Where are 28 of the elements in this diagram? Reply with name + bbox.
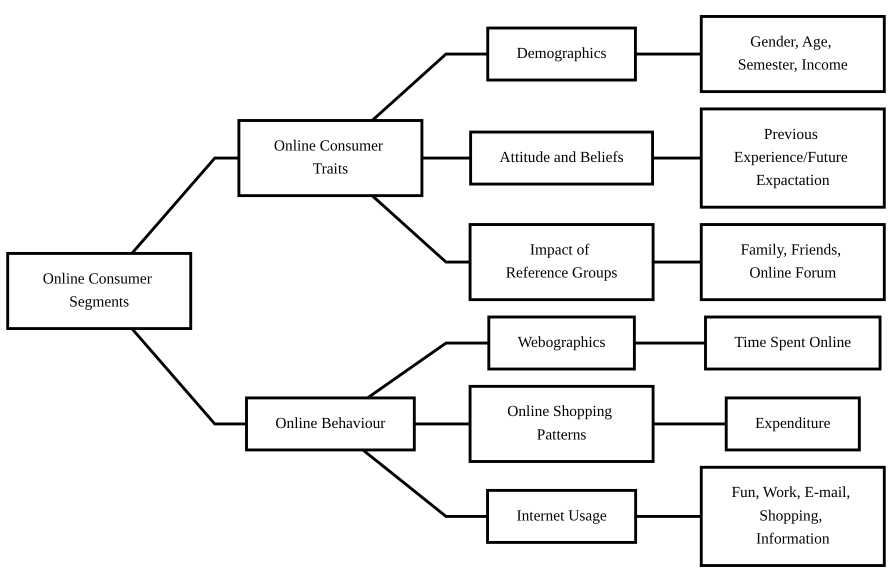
connector (371, 52, 488, 122)
node-box: Expenditure (724, 396, 861, 452)
node-box: Gender, Age, Semester, Income (700, 15, 886, 94)
node-box: Online Behaviour (245, 396, 416, 452)
node-box: Online Consumer Segments (6, 252, 192, 330)
connector (635, 52, 702, 56)
connector (130, 156, 239, 254)
connector (653, 422, 726, 426)
node-box: Impact of Reference Groups (468, 223, 655, 302)
connector (634, 342, 706, 344)
node-box: Fun, Work, E-mail, Shopping, Information (700, 466, 886, 567)
node-box: Attitude and Beliefs (469, 130, 654, 186)
connector (362, 448, 488, 518)
connector (653, 260, 702, 264)
node-box: Webographics (487, 316, 636, 370)
node-box: Internet Usage (486, 488, 638, 544)
node-box: Previous Experience/Future Expactation (700, 108, 886, 209)
connector (422, 156, 471, 160)
node-box: Time Spent Online (704, 316, 882, 370)
connector (414, 422, 470, 426)
connector (371, 194, 470, 264)
node-box: Family, Friends, Online Forum (700, 223, 886, 302)
node-box: Demographics (486, 26, 637, 82)
connector (130, 328, 246, 426)
node-box: Online Shopping Patterns (468, 384, 655, 463)
connector (636, 514, 702, 518)
connector (652, 156, 702, 160)
node-box: Online Consumer Traits (237, 119, 424, 198)
